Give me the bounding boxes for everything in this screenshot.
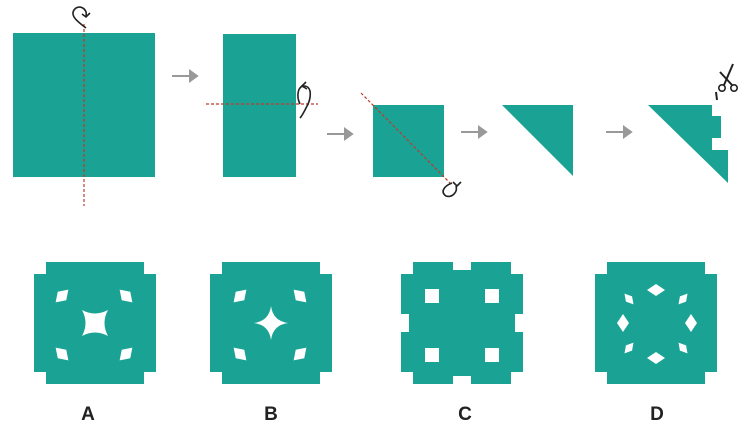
option-d-hole-right [685, 314, 697, 332]
fold-rotation-arrow-1-head [81, 12, 91, 19]
scissors-blade-2 [719, 71, 733, 86]
option-d-paper [595, 262, 717, 384]
option-c-paper [401, 262, 523, 384]
option-b-hole-tl [233, 289, 247, 303]
scissors-handle-right [729, 84, 738, 93]
fold-rotation-arrow-1-curve [72, 6, 88, 29]
scissors-icon [715, 63, 738, 101]
option-d-hole-left [617, 314, 629, 332]
option-a-hole-tr [119, 289, 133, 303]
option-d-hole-bl [624, 342, 634, 354]
option-c-hole-tr [485, 289, 499, 303]
answer-options [34, 262, 717, 384]
option-b-hole-center [254, 306, 288, 340]
fold-rotation-arrow-1 [72, 6, 91, 29]
option-label-d: D [650, 404, 664, 425]
option-a-hole-tl [55, 289, 69, 303]
fold-rotation-arrow-2 [297, 81, 312, 119]
step-arrow-2 [327, 127, 354, 141]
option-a-hole-br [119, 347, 133, 361]
scissors-tip [715, 91, 718, 101]
option-b-hole-tr [293, 289, 307, 303]
option-c-hole-tl [425, 289, 439, 303]
fold-rotation-arrow-3 [442, 181, 462, 198]
fold-rotation-arrow-3-head [452, 181, 462, 188]
step-arrow-3 [461, 125, 488, 139]
option-b-hole-br [293, 347, 307, 361]
folding-steps [13, 6, 738, 206]
option-d-hole-br [678, 342, 688, 354]
option-c-hole-bl [425, 348, 439, 362]
fold-rotation-arrow-2-curve [297, 85, 312, 119]
scissors-blade-1 [723, 63, 734, 86]
step-arrow-1 [172, 69, 199, 83]
fold-rotation-arrow-2-head [300, 81, 308, 90]
option-label-a: A [81, 404, 95, 425]
option-a-hole-center [82, 310, 108, 336]
scissors-handle-left [717, 84, 726, 93]
paper-triangle [502, 105, 573, 176]
option-c-hole-br [485, 348, 499, 362]
step-arrow-4 [606, 125, 633, 139]
option-d-hole-tl [624, 293, 634, 305]
option-label-c: C [458, 404, 472, 425]
paper-triangle-cut [648, 105, 728, 183]
option-d-hole-bottom [647, 352, 665, 364]
option-label-b: B [264, 404, 278, 425]
paper-half-rectangle [223, 34, 296, 177]
option-a-hole-bl [55, 347, 69, 361]
option-d-hole-tr [678, 293, 688, 305]
option-d-hole-top [647, 284, 665, 296]
option-b-hole-bl [233, 347, 247, 361]
diagonal-fold-line [360, 92, 453, 186]
fold-rotation-arrow-3-curve [442, 182, 458, 198]
